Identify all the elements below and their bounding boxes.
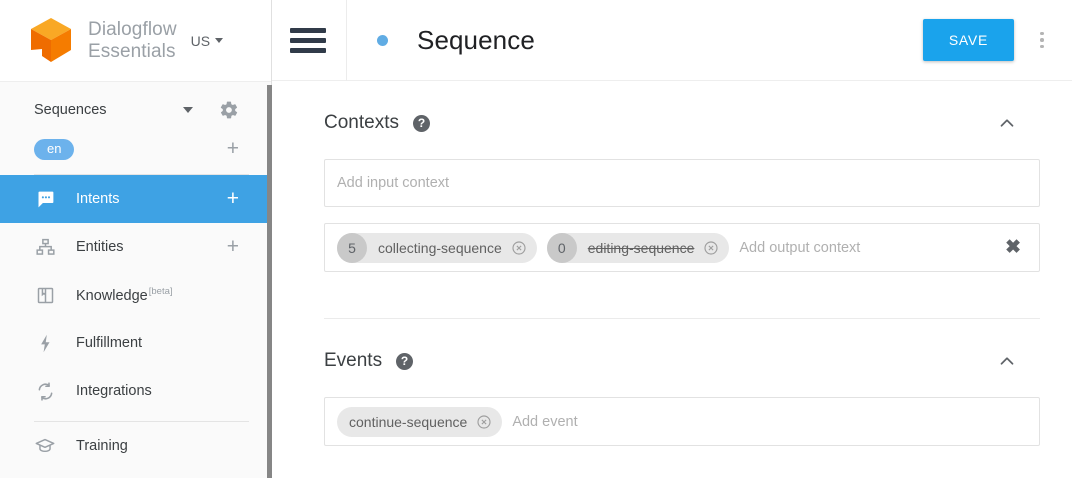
- sidebar-item-label: Fulfillment: [76, 335, 143, 351]
- input-context-placeholder: Add input context: [337, 175, 450, 191]
- sidebar-item-label: Integrations: [76, 383, 152, 399]
- sidebar-item-label: Intents: [76, 191, 120, 207]
- contexts-section: Contexts ? Add input context 5 collectin…: [324, 81, 1040, 272]
- unsaved-status-dot: [377, 34, 388, 46]
- sidebar-item-training[interactable]: Training: [0, 422, 271, 470]
- output-context-placeholder: Add output context: [739, 239, 861, 256]
- help-circle-icon[interactable]: ?: [412, 114, 430, 132]
- entities-hierarchy-icon: [34, 236, 56, 258]
- language-row: en +: [0, 130, 271, 168]
- knowledge-text: Knowledge: [76, 287, 148, 304]
- fulfillment-bolt-icon: [34, 332, 56, 354]
- section-divider: [324, 318, 1040, 319]
- kebab-menu-icon[interactable]: [1022, 31, 1062, 49]
- page-title: Sequence: [417, 24, 535, 55]
- input-context-field[interactable]: Add input context: [324, 159, 1040, 207]
- sidebar-divider-top: [34, 174, 249, 175]
- sidebar-item-label: Training: [76, 438, 128, 454]
- clear-x-icon[interactable]: ✖: [1005, 237, 1021, 258]
- chip-remove-icon[interactable]: [703, 240, 719, 256]
- add-language-plus-icon[interactable]: +: [226, 137, 239, 160]
- knowledge-book-icon: [34, 284, 56, 306]
- gear-icon[interactable]: [219, 100, 239, 120]
- language-chip-en[interactable]: en: [34, 138, 75, 160]
- output-context-chip[interactable]: 0 editing-sequence: [546, 232, 730, 263]
- sidebar: Dialogflow Essentials US Sequences en +: [0, 0, 274, 478]
- contexts-title: Contexts: [324, 112, 399, 133]
- brand-line-2: Essentials: [88, 40, 176, 62]
- region-selector[interactable]: US: [190, 32, 224, 49]
- agent-selector[interactable]: Sequences: [0, 90, 271, 130]
- main-panel: Sequence SAVE Contexts ?: [272, 0, 1072, 478]
- content-area: Contexts ? Add input context 5 collectin…: [272, 81, 1072, 446]
- caret-down-icon[interactable]: [183, 107, 193, 113]
- events-field[interactable]: continue-sequence Add event: [324, 397, 1040, 446]
- brand-header[interactable]: Dialogflow Essentials US: [0, 0, 271, 82]
- sidebar-item-fulfillment[interactable]: Fulfillment: [0, 319, 271, 367]
- add-entity-plus-icon[interactable]: +: [226, 235, 239, 258]
- integrations-refresh-icon: [34, 380, 56, 402]
- sidebar-item-entities[interactable]: Entities +: [0, 223, 271, 271]
- sidebar-item-label: Entities: [76, 239, 124, 255]
- sidebar-item-label: Knowledge[beta]: [76, 286, 271, 304]
- contexts-header: Contexts ?: [324, 103, 1040, 143]
- sidebar-divider-bottom: [34, 421, 249, 422]
- sidebar-item-knowledge[interactable]: Knowledge[beta]: [0, 271, 271, 319]
- events-placeholder: Add event: [512, 413, 578, 430]
- beta-badge: [beta]: [148, 286, 173, 298]
- intents-bubble-icon: [34, 188, 56, 210]
- chip-lifespan-count: 0: [546, 232, 577, 263]
- events-section: Events ? continue-sequence: [324, 319, 1040, 446]
- add-intent-plus-icon[interactable]: +: [226, 187, 239, 210]
- help-circle-icon[interactable]: ?: [396, 352, 414, 370]
- hamburger-menu-icon[interactable]: [290, 27, 326, 53]
- top-bar: Sequence SAVE: [272, 0, 1072, 81]
- output-context-field[interactable]: 5 collecting-sequence 0 editing-sequence: [324, 223, 1040, 272]
- agent-name: Sequences: [34, 102, 107, 118]
- save-button[interactable]: SAVE: [922, 19, 1014, 61]
- caret-down-icon: [215, 38, 224, 43]
- toolbar-divider: [346, 0, 347, 81]
- brand-name: Dialogflow Essentials: [88, 19, 177, 63]
- sidebar-item-integrations[interactable]: Integrations: [0, 367, 271, 415]
- brand-line-1: Dialogflow: [88, 18, 177, 40]
- chip-label: editing-sequence: [587, 239, 695, 256]
- chevron-up-icon[interactable]: [996, 350, 1018, 372]
- event-chip[interactable]: continue-sequence: [337, 406, 503, 437]
- dialogflow-cube-logo: [28, 16, 74, 66]
- events-header: Events ?: [324, 341, 1040, 381]
- chip-label: collecting-sequence: [378, 239, 502, 256]
- chevron-up-icon[interactable]: [996, 112, 1018, 134]
- sidebar-scrollbar[interactable]: [267, 85, 274, 478]
- events-title: Events: [324, 350, 383, 371]
- chip-remove-icon[interactable]: [511, 240, 527, 256]
- chip-lifespan-count: 5: [337, 232, 367, 263]
- chip-remove-icon[interactable]: [476, 414, 492, 430]
- region-label: US: [190, 32, 211, 49]
- sidebar-item-intents[interactable]: Intents +: [0, 175, 271, 223]
- training-cap-icon: [34, 435, 56, 457]
- output-context-chip[interactable]: 5 collecting-sequence: [337, 232, 537, 263]
- chip-label: continue-sequence: [349, 413, 468, 430]
